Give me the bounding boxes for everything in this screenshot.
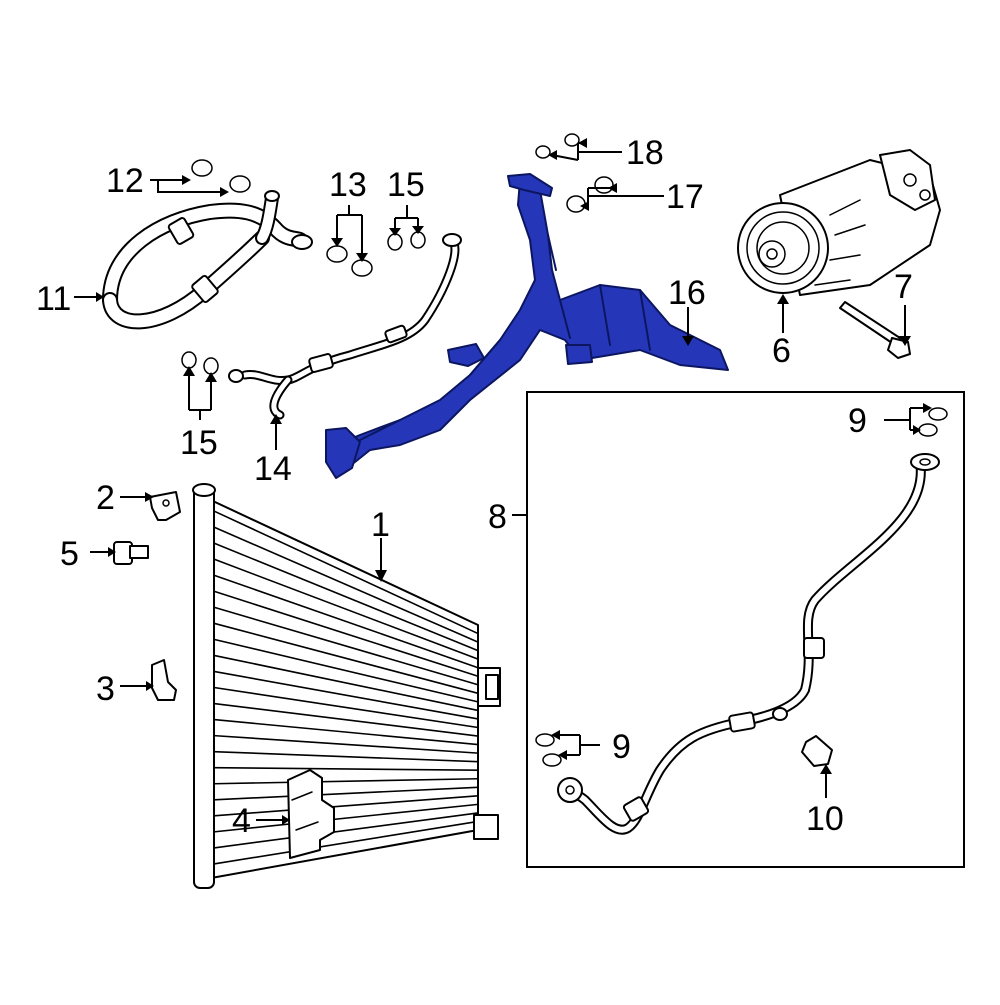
condenser-fin <box>213 510 479 635</box>
callout-15-bottom: 15 <box>180 424 218 462</box>
callout-9-bottom: 9 <box>612 728 631 766</box>
callout-13: 13 <box>329 166 367 204</box>
condenser-fin <box>213 750 479 763</box>
condenser-fin <box>213 766 479 772</box>
o-ring-17b[interactable] <box>566 195 586 213</box>
bolt-part-7[interactable] <box>839 301 911 359</box>
callout-8: 8 <box>488 498 507 536</box>
o-ring-9a[interactable] <box>928 407 948 421</box>
callout-18: 18 <box>626 134 664 172</box>
o-ring-9d[interactable] <box>542 753 562 767</box>
condenser-fin <box>213 686 479 729</box>
callout-17: 17 <box>666 178 704 216</box>
o-ring-18b[interactable] <box>564 133 580 147</box>
condenser-fin <box>213 606 479 686</box>
o-ring-9b[interactable] <box>918 423 938 437</box>
condenser-fin <box>213 574 479 669</box>
condenser-fin <box>213 638 479 703</box>
liquid-line-part-14[interactable] <box>228 233 462 420</box>
condenser-fin <box>213 734 479 754</box>
o-ring-13a[interactable] <box>326 245 348 263</box>
arrowheads <box>96 138 932 825</box>
o-ring-15c[interactable] <box>181 351 197 369</box>
condenser-fin <box>213 820 479 865</box>
o-ring-12a[interactable] <box>191 159 213 177</box>
o-ring-13b[interactable] <box>351 259 373 277</box>
callout-11: 11 <box>36 280 71 318</box>
callout-1: 1 <box>371 506 390 544</box>
callout-14: 14 <box>254 450 292 488</box>
condenser-fin <box>213 812 479 849</box>
o-ring-15d[interactable] <box>203 357 219 375</box>
suction-hose-part-11[interactable] <box>102 190 313 330</box>
callout-10: 10 <box>806 800 844 838</box>
condenser-fin <box>213 718 479 746</box>
condenser-part-1[interactable] <box>192 483 501 889</box>
condenser-fin <box>213 622 479 695</box>
o-ring-17a[interactable] <box>594 176 614 194</box>
condenser-fin <box>213 786 479 801</box>
bolt-part-5[interactable] <box>113 541 149 565</box>
callout-7: 7 <box>894 268 913 306</box>
compressor-part-6[interactable] <box>737 149 941 296</box>
condenser-fin <box>213 702 479 737</box>
o-ring-18a[interactable] <box>535 145 551 159</box>
callout-labels: 1 2 3 4 5 6 7 8 9 9 10 11 12 13 15 14 15… <box>36 134 913 840</box>
condenser-fin <box>213 526 479 643</box>
o-ring-12b[interactable] <box>229 175 251 193</box>
condenser-fin <box>213 654 479 712</box>
deflector-part-4[interactable] <box>287 769 335 859</box>
callout-12: 12 <box>106 162 144 200</box>
o-ring-15b[interactable] <box>410 231 426 249</box>
liquid-line-part-8[interactable] <box>557 453 940 835</box>
o-ring-15a[interactable] <box>387 233 403 251</box>
condenser-fin <box>213 670 479 720</box>
condenser-fin <box>213 795 479 817</box>
condenser-fin <box>213 558 479 660</box>
condenser-fin <box>213 590 479 678</box>
callout-4: 4 <box>232 802 251 840</box>
inset-frame-8 <box>526 391 965 868</box>
condenser-fin <box>213 777 479 785</box>
condenser-fin <box>213 542 479 652</box>
bracket-part-3[interactable] <box>151 659 177 701</box>
bracket-part-2[interactable] <box>149 491 181 521</box>
manifold-line-part-16[interactable] <box>325 173 729 479</box>
o-ring-9c[interactable] <box>535 733 555 747</box>
callout-16: 16 <box>668 274 706 312</box>
callout-3: 3 <box>96 670 115 708</box>
callout-15-top: 15 <box>387 166 425 204</box>
callout-6: 6 <box>772 332 791 370</box>
callout-9-top: 9 <box>848 402 867 440</box>
condenser-fin <box>213 803 479 833</box>
callout-5: 5 <box>60 535 79 573</box>
pressure-switch-part-10[interactable] <box>801 735 833 767</box>
callout-2: 2 <box>96 479 115 517</box>
